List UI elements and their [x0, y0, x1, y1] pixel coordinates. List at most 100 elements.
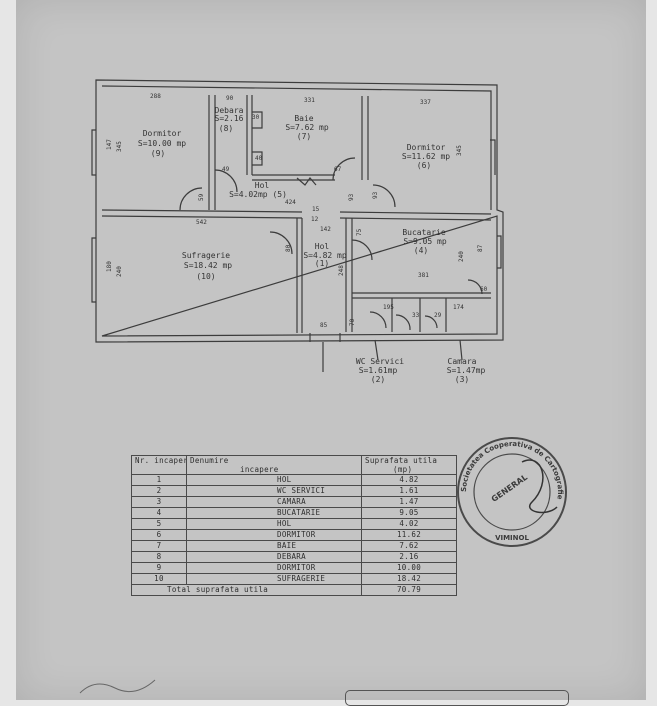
room-hol-5-name: Hol — [255, 181, 270, 190]
table-header-row: Nr. incapere Denumire incapere Suprafata… — [131, 455, 457, 475]
row-area: 18.42 — [361, 573, 457, 585]
dim-label: 381 — [418, 272, 429, 279]
room-dormitor-9-name: Dormitor — [143, 129, 182, 138]
dim-label: 59 — [198, 193, 205, 201]
dim-label: 174 — [453, 304, 464, 311]
row-nr: 4 — [131, 507, 187, 519]
room-debara-name: Debara — [215, 106, 244, 115]
dim-label: 40 — [255, 155, 263, 162]
callout-wc-area: S=1.61mp — [359, 366, 398, 375]
dim-label: 67 — [334, 166, 342, 173]
row-area: 7.62 — [361, 540, 457, 552]
row-area: 9.05 — [361, 507, 457, 519]
room-baie-name: Baie — [294, 114, 313, 123]
dim-label: 29 — [434, 312, 442, 319]
row-name: BUCATARIE — [186, 507, 362, 519]
dim-label: 240 — [116, 266, 123, 277]
dim-label: 240 — [458, 251, 465, 262]
room-bucatarie-num: (4) — [414, 246, 428, 255]
header-suprafata: Suprafata utila (mp) — [361, 455, 457, 475]
row-name: HOL — [186, 518, 362, 530]
callout-camara-name: Camara — [448, 357, 477, 366]
room-sufragerie-area: S=18.42 mp — [184, 261, 232, 270]
dim-label: 80 — [285, 244, 292, 252]
dim-label: 12 — [311, 216, 319, 223]
callout-wc-name: WC Servici — [356, 357, 404, 366]
dim-label: 49 — [222, 166, 230, 173]
bottom-frame — [345, 690, 569, 706]
dim-label: 142 — [320, 226, 331, 233]
row-name: BAIE — [186, 540, 362, 552]
row-name: WC SERVICI — [186, 485, 362, 497]
room-hol-1-area: S=4.82 mp — [303, 251, 347, 260]
dim-label: 288 — [150, 93, 161, 100]
header-suprafata-label: Suprafata utila — [365, 456, 438, 466]
dim-label: 33 — [412, 312, 420, 319]
dim-label: 424 — [285, 199, 296, 206]
dim-label: 90 — [226, 95, 234, 102]
dim-label: 85 — [320, 322, 328, 329]
room-hol-1-num: (1) — [315, 259, 329, 268]
dim-label: 542 — [196, 219, 207, 226]
row-area: 1.47 — [361, 496, 457, 508]
dim-label: 93 — [372, 191, 379, 199]
dim-label: 60 — [480, 286, 488, 293]
dim-label: 147 — [106, 139, 113, 150]
dim-label: 195 — [383, 304, 394, 311]
callout-camara-area: S=1.47mp — [447, 366, 486, 375]
room-bucatarie-area: S=9.05 mp — [403, 237, 447, 246]
row-name: SUFRAGERIE — [186, 573, 362, 585]
dim-label: 331 — [304, 97, 315, 104]
room-bucatarie-name: Bucatarie — [402, 228, 446, 237]
row-nr: 8 — [131, 551, 187, 563]
total-value: 70.79 — [361, 584, 457, 596]
row-nr: 9 — [131, 562, 187, 574]
stamp-bottom: VIMINOL — [495, 534, 529, 542]
dim-label: 15 — [312, 206, 320, 213]
row-nr: 3 — [131, 496, 187, 508]
stamp-center: GENERAL — [490, 473, 529, 504]
row-name: DEBARA — [186, 551, 362, 563]
room-dormitor-9-area: S=10.00 mp — [138, 139, 186, 148]
room-baie-num: (7) — [297, 132, 311, 141]
row-nr: 1 — [131, 474, 187, 486]
signature-scribble — [521, 459, 558, 514]
header-denumire-label: Denumire — [190, 456, 229, 466]
row-nr: 2 — [131, 485, 187, 497]
row-area: 1.61 — [361, 485, 457, 497]
official-stamp: Societatea Cooperativa de Cartografie GE… — [457, 437, 567, 547]
room-area-table: Nr. incapere Denumire incapere Suprafata… — [131, 455, 457, 596]
row-name: DORMITOR — [186, 562, 362, 574]
row-name: HOL — [186, 474, 362, 486]
dim-label: 345 — [456, 145, 463, 156]
total-label: Total suprafata utila — [131, 584, 362, 596]
dim-label: 180 — [106, 261, 113, 272]
row-name: CAMARA — [186, 496, 362, 508]
room-hol-5-area: S=4.02mp (5) — [229, 190, 287, 199]
row-area: 10.00 — [361, 562, 457, 574]
header-denumire: Denumire incapere — [186, 455, 362, 475]
header-unit: (mp) — [393, 465, 413, 474]
dim-label: 248 — [338, 265, 345, 276]
row-nr: 10 — [131, 573, 187, 585]
row-nr: 7 — [131, 540, 187, 552]
row-area: 11.62 — [361, 529, 457, 541]
dim-label: 87 — [477, 244, 484, 252]
row-area: 2.16 — [361, 551, 457, 563]
dim-label: 70 — [349, 318, 356, 326]
room-hol-1-name: Hol — [315, 242, 330, 251]
header-nr: Nr. incapere — [131, 455, 187, 475]
room-dormitor-6-area: S=11.62 mp — [402, 152, 450, 161]
dim-label: 93 — [348, 193, 355, 201]
room-debara-num: (8) — [219, 124, 233, 133]
